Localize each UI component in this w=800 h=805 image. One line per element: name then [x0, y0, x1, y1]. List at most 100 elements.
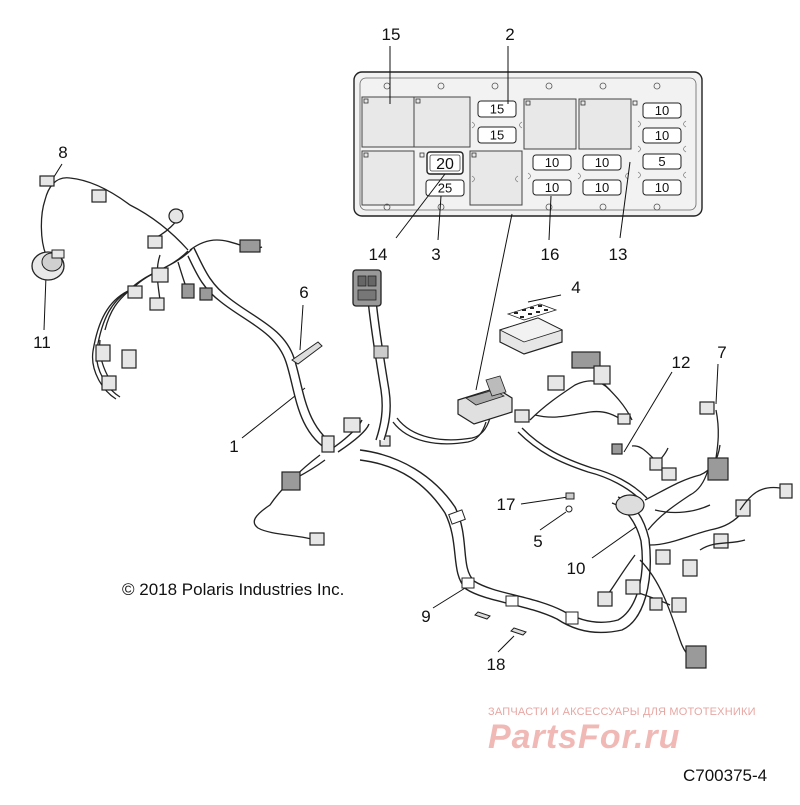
callout-7: 7 — [717, 343, 726, 362]
connector — [39, 175, 55, 187]
right-harness — [514, 351, 729, 516]
connector — [239, 239, 261, 253]
bulkhead-connector — [352, 269, 391, 442]
callout-3: 3 — [431, 245, 440, 264]
small-fasteners — [474, 492, 575, 636]
fuse-15a-top: 15 — [477, 100, 517, 118]
connector — [611, 443, 623, 455]
connector — [321, 435, 335, 453]
svg-text:10: 10 — [655, 103, 669, 118]
fuse-10a: 10 — [582, 179, 622, 196]
connector — [121, 349, 137, 369]
installed-fuse-box — [392, 375, 513, 445]
relay-block — [361, 150, 415, 206]
callout-10: 10 — [567, 559, 586, 578]
connector — [685, 645, 707, 669]
relay-block — [361, 96, 415, 148]
connector — [309, 532, 325, 546]
connector — [151, 267, 169, 283]
connector — [671, 597, 687, 613]
fuse-25a: 25 — [425, 179, 465, 197]
connector — [168, 208, 184, 224]
svg-text:25: 25 — [438, 181, 452, 196]
connector — [682, 559, 698, 577]
svg-text:10: 10 — [655, 128, 669, 143]
connector — [95, 344, 111, 362]
connector — [649, 597, 663, 611]
callout-12: 12 — [672, 353, 691, 372]
connector — [707, 457, 729, 481]
horn-sensor — [31, 249, 65, 281]
fuse-10a: 10 — [642, 127, 682, 144]
connector — [597, 591, 613, 607]
svg-text:5: 5 — [658, 154, 665, 169]
relay-block — [578, 98, 632, 150]
leader-lines — [43, 46, 719, 653]
callout-2: 2 — [505, 25, 514, 44]
connector — [617, 413, 631, 425]
diagram-code: C700375-4 — [683, 766, 768, 785]
fuse-15a-bottom: 15 — [477, 126, 517, 144]
connector — [661, 467, 677, 481]
callout-4: 4 — [571, 278, 580, 297]
callout-16: 16 — [541, 245, 560, 264]
connector — [281, 471, 301, 491]
connector — [735, 499, 751, 517]
relay-block — [469, 150, 523, 206]
callout-17: 17 — [497, 495, 516, 514]
connector — [625, 579, 641, 595]
svg-text:10: 10 — [595, 180, 609, 195]
fuse-5a: 5 — [642, 153, 682, 170]
connector — [514, 409, 530, 423]
fuse-10a: 10 — [582, 154, 622, 171]
grommet — [615, 494, 645, 516]
callout-6: 6 — [299, 283, 308, 302]
callout-labels: 15 2 14 3 16 13 4 6 8 11 1 7 12 17 5 10 … — [33, 25, 727, 674]
connector — [547, 375, 565, 391]
cable-strap — [291, 341, 323, 365]
svg-text:10: 10 — [545, 155, 559, 170]
relay-block — [413, 96, 471, 148]
fuse-10a: 10 — [532, 154, 572, 171]
connector — [127, 285, 143, 299]
connector — [713, 533, 729, 549]
callout-9: 9 — [421, 607, 430, 626]
svg-text:15: 15 — [490, 102, 504, 117]
callout-15: 15 — [382, 25, 401, 44]
connector — [779, 483, 793, 499]
copyright-notice: © 2018 Polaris Industries Inc. — [122, 580, 345, 599]
connector — [181, 283, 195, 299]
connector — [101, 375, 117, 391]
fuse-20a: 20 — [426, 151, 464, 175]
svg-text:20: 20 — [436, 156, 454, 173]
callout-14: 14 — [369, 245, 388, 264]
fuse-cover — [498, 303, 564, 355]
fuse-10a: 10 — [532, 179, 572, 196]
watermark-logo: PartsFor.ru — [488, 718, 681, 756]
connector — [571, 351, 601, 369]
svg-text:10: 10 — [595, 155, 609, 170]
fuse-10a: 10 — [642, 179, 682, 196]
callout-13: 13 — [609, 245, 628, 264]
callout-11: 11 — [33, 333, 51, 352]
connector — [343, 417, 361, 433]
svg-text:10: 10 — [545, 180, 559, 195]
callout-8: 8 — [58, 143, 67, 162]
callout-5: 5 — [533, 532, 542, 551]
fuse-10a: 10 — [642, 102, 682, 119]
connector — [655, 549, 671, 565]
connector — [91, 189, 107, 203]
connector — [649, 457, 663, 471]
connector — [593, 365, 611, 385]
svg-text:15: 15 — [490, 128, 504, 143]
callout-1: 1 — [229, 437, 238, 456]
connector — [147, 235, 163, 249]
callout-18: 18 — [487, 655, 506, 674]
watermark-tagline: ЗАПЧАСТИ И АКСЕССУАРЫ ДЛЯ МОТОТЕХНИКИ — [488, 706, 756, 718]
connector — [199, 287, 213, 301]
lower-harness — [359, 449, 793, 669]
main-harness — [31, 175, 391, 546]
svg-text:10: 10 — [655, 180, 669, 195]
connector — [699, 401, 715, 415]
